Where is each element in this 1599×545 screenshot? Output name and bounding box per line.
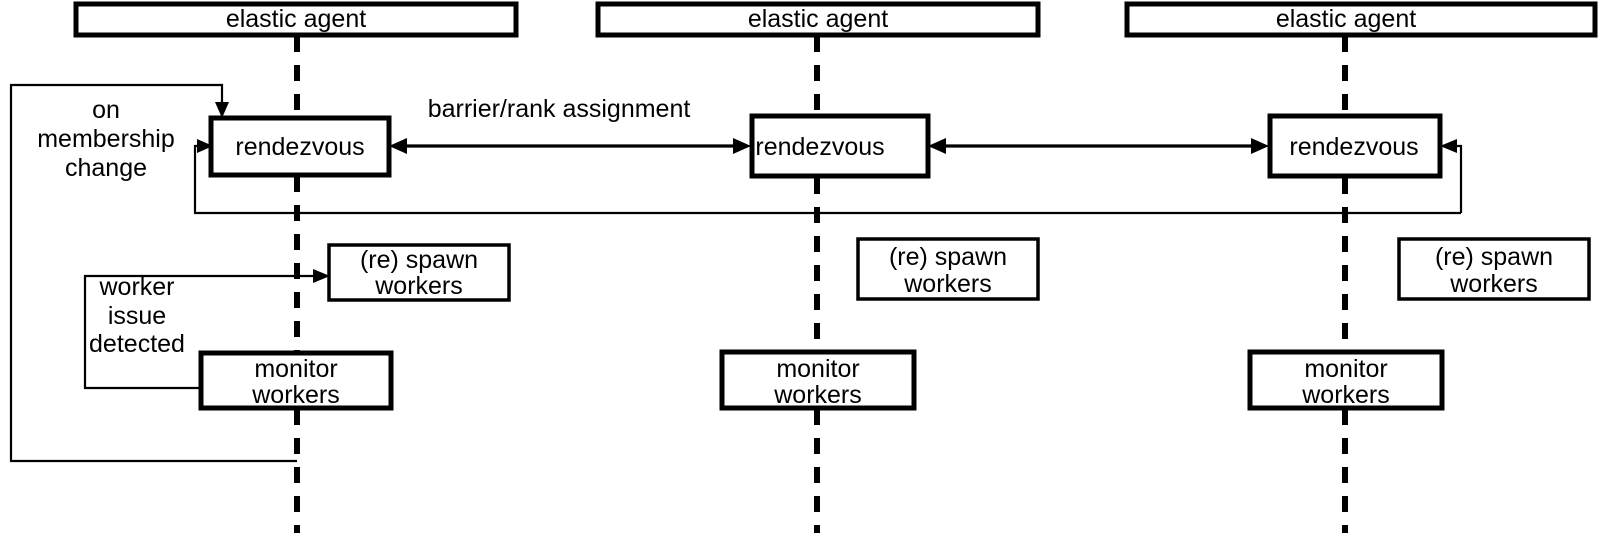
worker-issue-label-line1: worker xyxy=(98,273,174,301)
agent-1-spawn-workers-label-line1: (re) spawn xyxy=(360,246,478,274)
rendezvous-3-right-arrowhead xyxy=(1440,139,1457,153)
barrier-rank-assignment-label: barrier/rank assignment xyxy=(428,95,691,123)
agent-2-monitor-workers-label-line1: monitor xyxy=(776,355,859,383)
agent-2-monitor-workers-box[interactable] xyxy=(719,349,917,411)
agent-1-spawn-workers-label-line2: workers xyxy=(374,272,463,300)
agent-2-spawn-workers-box[interactable] xyxy=(856,237,1040,301)
agent-3-monitor-workers-label-line1: monitor xyxy=(1304,355,1387,383)
agent-2-header-box[interactable] xyxy=(595,1,1041,38)
agent-1-header-label: elastic agent xyxy=(226,5,366,33)
agent-2-monitor-workers-label-line2: workers xyxy=(773,381,862,409)
on-membership-change-label-line1: on xyxy=(92,96,120,124)
agent-1-rendezvous-label: rendezvous xyxy=(235,133,364,161)
agent-1-header-box[interactable] xyxy=(73,1,519,38)
worker-issue-label-line2: issue xyxy=(108,302,166,330)
agent-2-header-label: elastic agent xyxy=(748,5,888,33)
on-membership-change-arrowhead xyxy=(215,102,229,118)
agent-3-spawn-workers-label-line1: (re) spawn xyxy=(1435,243,1553,271)
agent-3-header-box[interactable] xyxy=(1124,1,1598,38)
agent-2-rendezvous-label: rendezvous xyxy=(755,133,884,161)
barrier-arrow-middle-head-from-left xyxy=(733,138,751,154)
agent-3-rendezvous-label: rendezvous xyxy=(1289,133,1418,161)
on-membership-change-path xyxy=(9,83,297,463)
agent-3-spawn-workers-label-line2: workers xyxy=(1449,270,1538,298)
agent-3-spawn-workers-box[interactable] xyxy=(1397,237,1591,301)
barrier-arrow-right-head xyxy=(1251,138,1269,154)
rendezvous-3-return-hook xyxy=(1452,144,1463,213)
agent-1-monitor-workers-label-line1: monitor xyxy=(254,355,337,383)
worker-issue-detected-arrowhead xyxy=(313,269,330,283)
agent-2-spawn-workers-label-line1: (re) spawn xyxy=(889,243,1007,271)
rendezvous-1-left-arrowhead xyxy=(197,139,213,153)
agent-1-spawn-workers-box[interactable] xyxy=(327,243,511,302)
agent-3-monitor-workers-label-line2: workers xyxy=(1301,381,1390,409)
agent-3-monitor-workers-box[interactable] xyxy=(1247,349,1445,411)
barrier-arrow-left-head xyxy=(389,138,407,154)
agent-1-monitor-workers-label-line2: workers xyxy=(251,381,340,409)
agent-2-spawn-workers-label-line2: workers xyxy=(903,270,992,298)
agent-1-rendezvous-box[interactable] xyxy=(208,115,392,178)
on-membership-change-label-line2: membership xyxy=(37,125,175,153)
agent-3-header-label: elastic agent xyxy=(1276,5,1416,33)
barrier-arrow-middle-head-from-right xyxy=(928,138,946,154)
agent-1-monitor-workers-box[interactable] xyxy=(198,350,394,411)
worker-issue-detected-path xyxy=(83,274,318,390)
on-membership-change-label-line3: change xyxy=(65,154,147,182)
worker-issue-label-line3: detected xyxy=(89,330,185,358)
